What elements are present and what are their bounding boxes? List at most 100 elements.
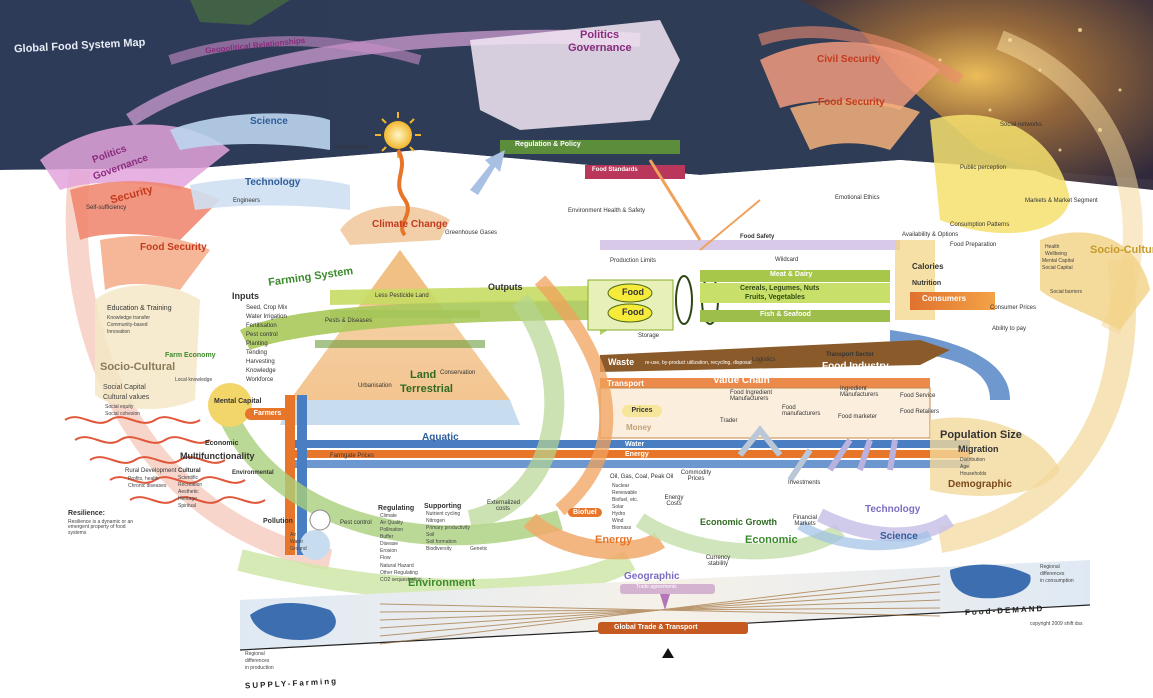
money-label: Money <box>626 423 652 432</box>
global-trade-label: Global Trade & Transport <box>614 624 698 631</box>
wellbeing-label: Wellbeing <box>1045 251 1067 257</box>
regulating-item-4: Disease <box>380 541 399 547</box>
wildcard-label: Wildcard <box>775 257 799 263</box>
urbanisation-label: Urbanisation <box>358 383 392 389</box>
trader-label: Trader <box>720 418 738 424</box>
water-label: Water <box>625 441 645 448</box>
social-equity-label: Social equity <box>105 404 134 410</box>
regulating-item-1: Air Quality <box>380 520 404 526</box>
food-security-right-label: Food Security <box>818 97 885 108</box>
multifunctionality-label: Multifunctionality <box>180 451 255 461</box>
economic-mf-label: Economic <box>205 440 239 447</box>
regulating-label: Regulating <box>378 505 415 512</box>
fish-label: Fish & Seafood <box>760 311 811 318</box>
inputs-item-8: Knowledge <box>246 368 276 374</box>
inputs-item-3: Fertilisation <box>246 323 277 329</box>
waste-label: Waste <box>608 357 635 367</box>
socio-cultural-left-label: Socio-Cultural <box>100 361 176 373</box>
markets-label: Markets & Market Segment <box>1025 198 1098 204</box>
supporting-item-6: Genetic <box>470 546 488 552</box>
migration-label: Migration <box>958 444 999 454</box>
social-capital-label: Social Capital <box>103 384 146 391</box>
regulating-item-2: Pollination <box>380 527 404 533</box>
financial-markets-label: Financial Markets <box>792 515 817 528</box>
regulating-item-6: Flow <box>380 555 391 561</box>
value-chain-label: Value Chain <box>713 375 770 386</box>
engineers-label: Engineers <box>233 198 261 204</box>
technology-bottom-label: Technology <box>865 504 921 515</box>
standards-label: Food Standards <box>592 167 638 173</box>
calories-label: Calories <box>912 262 944 271</box>
regional-left-2: in production <box>245 665 274 671</box>
food-oval-2: Food <box>622 307 644 317</box>
researchers-label: Researchers <box>335 145 370 151</box>
pollution-water: Water <box>290 539 304 545</box>
inputs-item-9: Workforce <box>246 377 274 383</box>
production-limits-label: Production Limits <box>610 258 657 264</box>
supporting-label: Supporting <box>424 503 462 510</box>
consumer-prices-label: Consumer Prices <box>990 305 1037 311</box>
migration-item-1: Age <box>960 464 969 470</box>
economic-growth-label: Economic Growth <box>700 517 778 527</box>
regulating-item-0: Climate <box>380 513 397 519</box>
pollution-label: Pollution <box>263 518 293 525</box>
pest-control-label: Pest control <box>340 520 372 526</box>
environmental-mf-label: Environmental <box>232 470 274 476</box>
inputs-item-6: Tending <box>246 350 268 356</box>
regulation-label: Regulation & Policy <box>515 141 581 148</box>
demographic-label: Demographic <box>948 479 1012 490</box>
health-label: Health <box>1045 244 1060 250</box>
cultural-item-4: Spiritual <box>178 503 197 509</box>
food-retailers-label: Food Retailers <box>900 409 940 415</box>
meat-dairy-label: Meat & Dairy <box>770 271 813 278</box>
food-safety-label: Food Safety <box>740 234 775 240</box>
social-barriers-label: Social barriers <box>1050 289 1082 295</box>
transport-sector-label: Transport Sector <box>826 352 875 358</box>
resilience-desc: Resilience is a dynamic or an emergent p… <box>68 519 134 536</box>
cultural-item-2: Aesthetic <box>178 489 199 495</box>
inputs-label: Inputs <box>232 291 259 301</box>
governance-top-label: Governance <box>568 42 632 54</box>
food-security-left-label: Food Security <box>140 242 207 253</box>
economic-bottom-label: Economic <box>745 534 798 546</box>
investments-label: Investments <box>788 480 821 486</box>
supporting-item-0: Nutrient cycling <box>426 511 461 517</box>
geographic-label: Geographic <box>624 571 680 582</box>
social-cohesion-label: Social cohesion <box>105 411 141 417</box>
availability-label: Availability & Options <box>902 232 959 238</box>
food-oval-1: Food <box>622 287 644 297</box>
ingredient-manufacturers-label: Ingredient Manufacturers <box>840 386 879 399</box>
cultural-values-label: Cultural values <box>103 394 150 401</box>
regional-right-0: Regional <box>1040 564 1060 570</box>
regulating-item-3: Buffer <box>380 534 394 540</box>
pollution-air: Air <box>290 532 297 538</box>
resilience-label: Resilience: <box>68 510 105 517</box>
greenhouse-gases-label: Greenhouse Gases <box>445 230 498 236</box>
inputs-item-2: Water Irrigation <box>246 314 287 320</box>
pollution-ground: Ground <box>290 546 307 552</box>
education-item-2: Innovation <box>107 329 131 335</box>
waste-desc: re-use, by-product utilization, recyclin… <box>645 360 752 366</box>
regulating-item-5: Erosion <box>380 548 397 554</box>
farmgate-prices-label: Farmgate Prices <box>330 453 375 459</box>
emotional-ethics-label: Emotional Ethics <box>835 195 880 201</box>
logistics-label: Logistics <box>752 357 776 363</box>
oil-gas-label: Oil, Gas, Coal, Peak Oil <box>610 474 674 480</box>
inputs-item-0: Seed, Crop Mix <box>246 305 288 311</box>
ability-to-pay-label: Ability to pay <box>992 326 1027 332</box>
education-item-1: Community-based <box>107 322 148 328</box>
energy-item-5: Wind <box>612 518 624 524</box>
climate-change-label: Climate Change <box>372 219 448 230</box>
inputs-item-7: Harvesting <box>246 359 275 365</box>
migration-item-2: Households <box>960 471 987 477</box>
trade-agreements-label: Trade agreements <box>636 584 677 590</box>
cultural-item-0: Scientific <box>178 475 199 481</box>
biofuel-label: Biofuel <box>568 508 602 518</box>
inputs-item-5: Planting <box>246 341 268 347</box>
supporting-item-1: Nitrogen <box>426 518 445 524</box>
co2-label: CO2 sequestration <box>380 577 422 583</box>
social-networks-label: Social networks <box>1000 122 1043 128</box>
mental-capital-right-label: Mental Capital <box>1042 258 1074 264</box>
currency-stability-label: Currency stability <box>705 555 731 568</box>
energy-item-3: Solar <box>612 504 624 510</box>
